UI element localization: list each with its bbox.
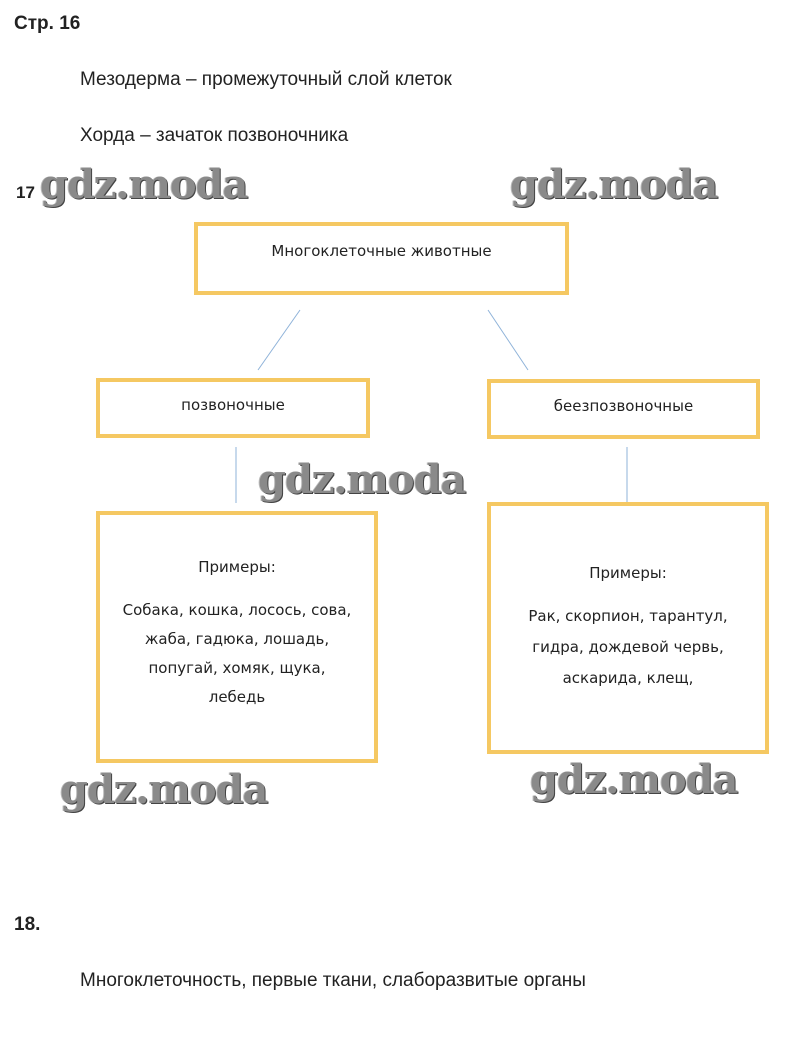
- connector-root-left: [257, 309, 301, 371]
- vertebrates-label: позвоночные: [181, 396, 285, 414]
- root-label: Многоклеточные животные: [271, 242, 492, 260]
- invertebrates-label: беезпозвоночные: [553, 397, 694, 415]
- example-line: Собака, кошка, лосось, сова,: [122, 601, 352, 619]
- example-line: попугай, хомяк, щука,: [148, 659, 326, 677]
- example-line: аскарида, клещ,: [562, 669, 694, 687]
- example-line: жаба, гадюка, лошадь,: [144, 630, 330, 648]
- definition-mesoderm: Мезодерма – промежуточный слой клеток: [80, 69, 452, 90]
- root-box: Многоклеточные животные: [194, 222, 569, 295]
- page-heading: Стр. 16: [14, 13, 81, 34]
- invertebrates-box: беезпозвоночные: [487, 379, 760, 439]
- examples-title: Примеры:: [198, 558, 276, 576]
- task-17-number: 17: [16, 183, 35, 202]
- watermark: gdz.moda: [60, 766, 268, 813]
- example-line: Рак, скорпион, тарантул,: [528, 607, 728, 625]
- watermark: gdz.moda: [40, 161, 248, 208]
- vertebrates-examples-box: Примеры: Собака, кошка, лосось, сова, жа…: [96, 511, 378, 763]
- watermark: gdz.moda: [258, 456, 466, 503]
- task-18-answer: Многоклеточность, первые ткани, слабораз…: [80, 970, 586, 991]
- definition-chord: Хорда – зачаток позвоночника: [80, 125, 349, 146]
- connector-root-right: [487, 309, 529, 371]
- example-line: лебедь: [208, 688, 266, 706]
- watermark: gdz.moda: [530, 756, 738, 803]
- examples-title: Примеры:: [589, 564, 667, 582]
- example-line: гидра, дождевой червь,: [532, 638, 724, 656]
- vertebrates-box: позвоночные: [96, 378, 370, 438]
- task-18-number: 18.: [14, 914, 41, 935]
- watermark: gdz.moda: [510, 161, 718, 208]
- invertebrates-examples-box: Примеры: Рак, скорпион, тарантул, гидра,…: [487, 502, 769, 754]
